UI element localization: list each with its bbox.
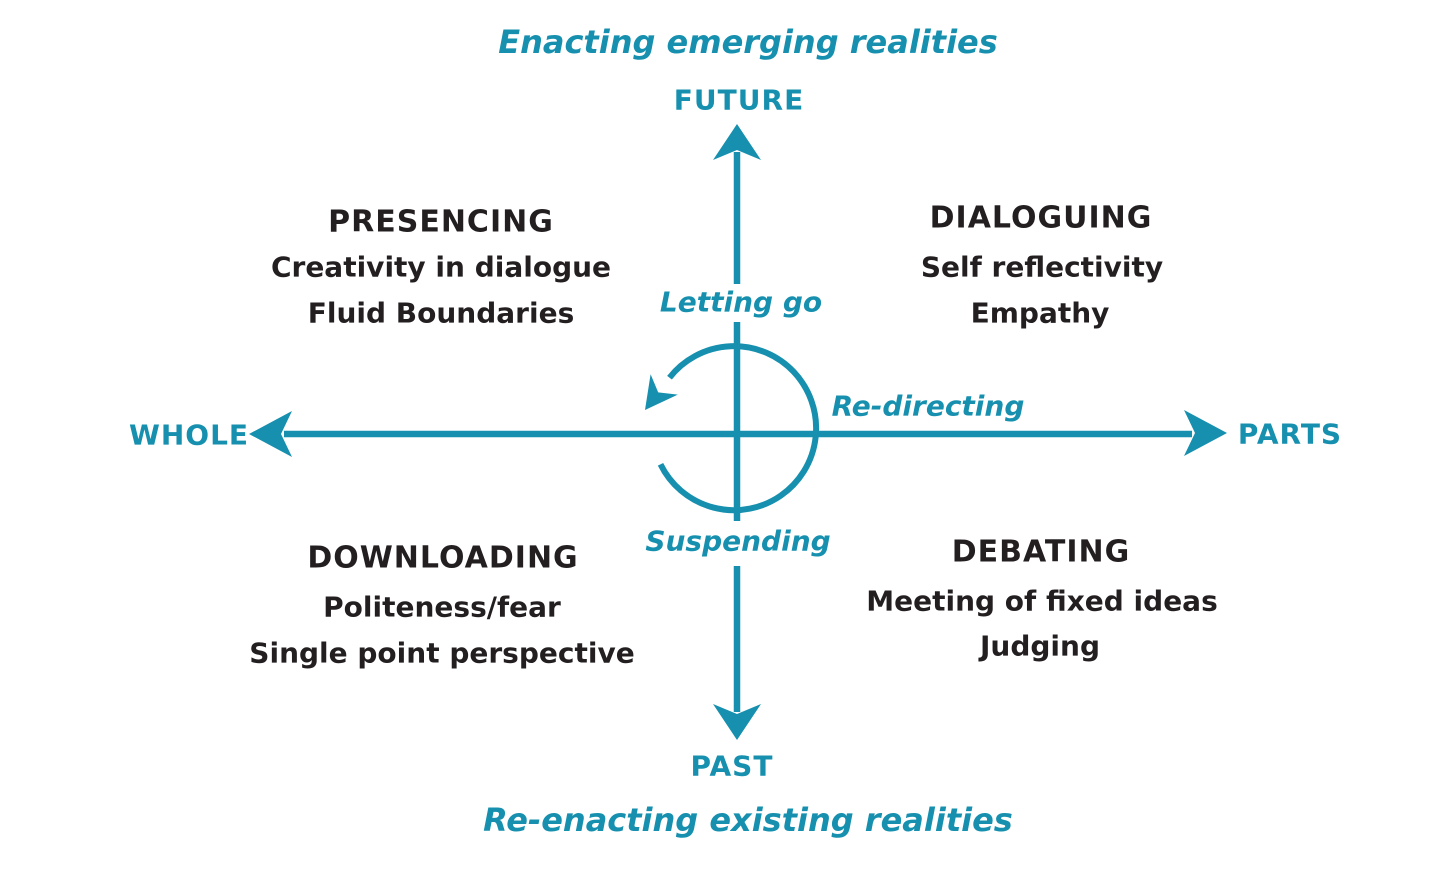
arrow-right-icon xyxy=(1184,410,1227,456)
quadrant-title: PRESENCING xyxy=(328,204,554,240)
quadrant-line: Empathy xyxy=(970,296,1110,330)
whole-label: WHOLE xyxy=(128,418,250,452)
quadrant-title: DIALOGUING xyxy=(929,200,1153,236)
quadrant-line: Meeting of fixed ideas xyxy=(866,584,1218,618)
arrow-down-icon xyxy=(713,704,761,740)
suspending-label: Suspending xyxy=(645,524,831,558)
redirecting-label: Re-directing xyxy=(831,389,1025,423)
parts-label: PARTS xyxy=(1237,417,1343,451)
arrow-left-icon xyxy=(249,411,292,457)
future-label: FUTURE xyxy=(673,83,805,117)
cycle-arrowhead-icon xyxy=(645,374,678,410)
bottom-caption: Re-enacting existing realities xyxy=(483,801,1013,839)
quadrant-line: Single point perspective xyxy=(249,636,635,670)
quadrant-line: Creativity in dialogue xyxy=(270,250,612,284)
past-label: PAST xyxy=(690,749,774,783)
arrow-up-icon xyxy=(713,124,761,160)
quadrant-line: Fluid Boundaries xyxy=(307,296,575,330)
cycle-arc xyxy=(657,343,820,514)
top-caption: Enacting emerging realities xyxy=(498,23,998,61)
quadrant-line: Judging xyxy=(979,629,1101,663)
quadrant-title: DEBATING xyxy=(951,534,1131,570)
quadrant-line: Politeness/fear xyxy=(323,590,561,624)
quadrant-line: Self reflectivity xyxy=(920,250,1164,284)
quadrant-title: DOWNLOADING xyxy=(307,540,579,576)
letting-go-label: Letting go xyxy=(659,285,823,319)
